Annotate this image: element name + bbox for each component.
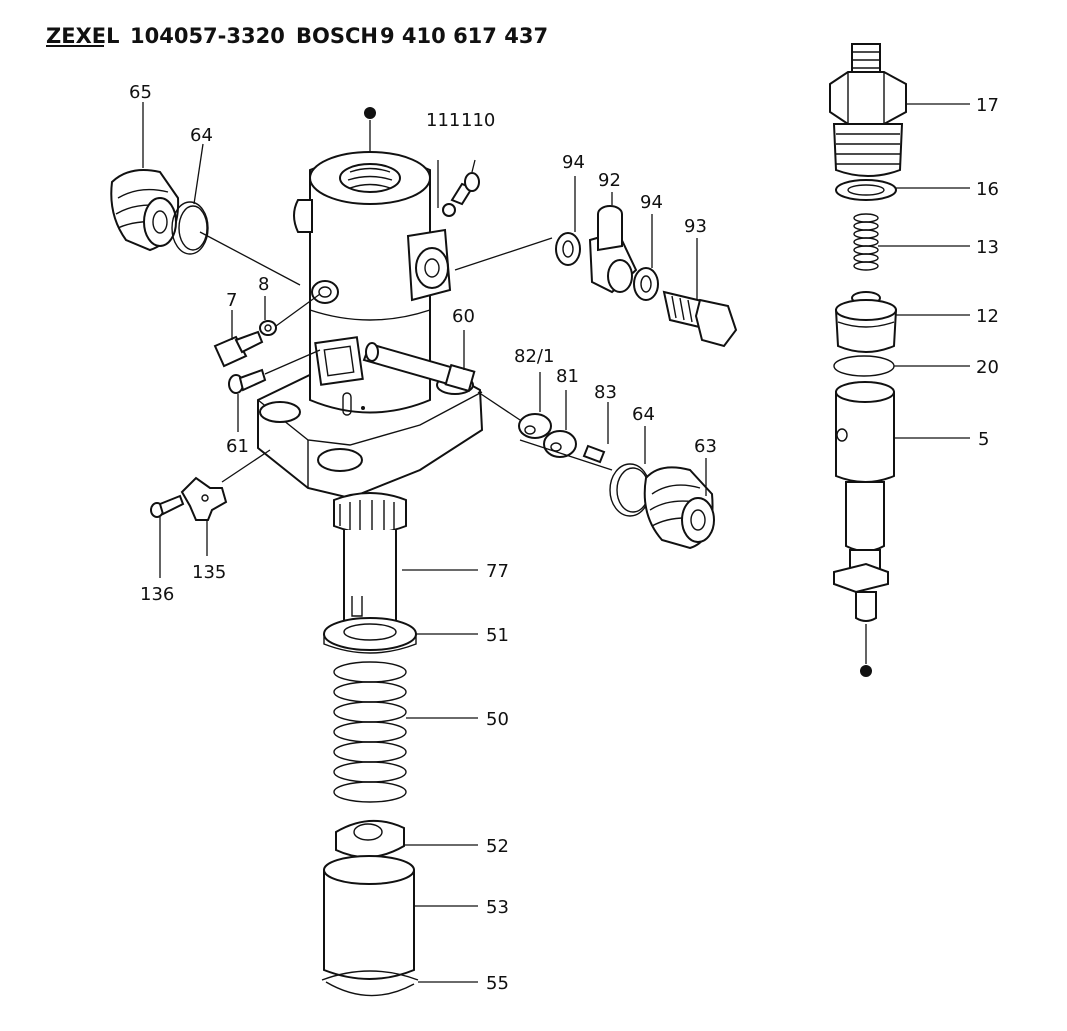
callout-63: 63 [694, 436, 717, 457]
part-63-plug [643, 466, 715, 550]
callout-53: 53 [486, 897, 509, 918]
callout-12: 12 [976, 306, 999, 327]
part-83-screw [582, 444, 606, 464]
callout-64-right: 64 [632, 404, 655, 425]
callout-93: 93 [684, 216, 707, 237]
callout-136: 136 [140, 584, 174, 605]
part-77-control-sleeve [333, 492, 407, 627]
part-135-clip [180, 476, 228, 521]
header-brand-bosch: BOSCH [296, 24, 378, 48]
callout-94-b: 94 [640, 192, 663, 213]
part-92-banjo [588, 205, 638, 294]
part-61-screw [228, 368, 267, 394]
part-94-washer-a [555, 232, 581, 266]
callout-110: 110 [461, 110, 495, 131]
callout-135: 135 [192, 562, 226, 583]
header-brand-zexel: ZEXEL [46, 24, 120, 48]
callout-55: 55 [486, 973, 509, 994]
part-53-tappet [323, 855, 415, 980]
callout-77: 77 [486, 561, 509, 582]
axis-63 [519, 439, 613, 471]
callout-61: 61 [226, 436, 249, 457]
callout-94-a: 94 [562, 152, 585, 173]
callout-5: 5 [978, 429, 989, 450]
axis-banjo [454, 237, 553, 271]
part-136-screw [150, 494, 185, 518]
part-20-o-ring [833, 355, 895, 377]
part-111-seal [442, 203, 456, 217]
axis-lever [477, 391, 521, 421]
part-82-1-lever [518, 413, 552, 439]
part-65-plug [110, 169, 180, 252]
callout-51: 51 [486, 625, 509, 646]
pump-housing [257, 151, 484, 500]
callout-65: 65 [129, 82, 152, 103]
header-bosch-number: 9 410 617 437 [380, 24, 548, 48]
callout-labels: 65 64 111 110 94 92 94 93 8 7 60 82/1 81… [129, 82, 999, 994]
part-7-bolt [213, 330, 264, 368]
part-93-banjo-bolt [662, 290, 738, 348]
part-5-plunger-barrel [833, 381, 895, 622]
callout-64-left: 64 [190, 125, 213, 146]
callout-52: 52 [486, 836, 509, 857]
part-16-gasket [835, 179, 897, 201]
callout-111: 111 [426, 110, 460, 131]
part-13-spring [853, 213, 879, 271]
leader-64a [193, 143, 204, 205]
callout-8: 8 [258, 274, 269, 295]
leader-110 [471, 159, 476, 173]
callout-50: 50 [486, 709, 509, 730]
callout-20: 20 [976, 357, 999, 378]
part-8-washer [259, 320, 277, 336]
leader-axis-65 [199, 231, 301, 286]
part-64-ring-left [171, 201, 209, 255]
part-94-washer-b [633, 267, 659, 301]
callout-81: 81 [556, 366, 579, 387]
part-12-delivery-valve [834, 291, 898, 353]
axis-135 [221, 449, 271, 483]
callout-83: 83 [594, 382, 617, 403]
axis-7 [275, 293, 321, 327]
axis-61 [264, 349, 321, 375]
header-zexel-number: 104057-3320 [130, 24, 285, 48]
callout-60: 60 [452, 306, 475, 327]
part-55-circlip [321, 970, 419, 997]
part-51-spring-seat [323, 617, 417, 654]
part-52-lower-seat [335, 819, 405, 859]
reference-dot-top [364, 107, 376, 119]
callout-82-1: 82/1 [514, 346, 554, 367]
part-17-valve-holder [829, 43, 907, 177]
part-110-screw [450, 172, 480, 206]
header: ZEXEL 104057-3320 BOSCH 9 410 617 437 [46, 24, 548, 48]
callout-16: 16 [976, 179, 999, 200]
part-50-spring [333, 661, 407, 803]
callout-17: 17 [976, 95, 999, 116]
callout-92: 92 [598, 170, 621, 191]
callout-13: 13 [976, 237, 999, 258]
reference-dot-bottom [860, 665, 872, 677]
callout-7: 7 [226, 290, 237, 311]
